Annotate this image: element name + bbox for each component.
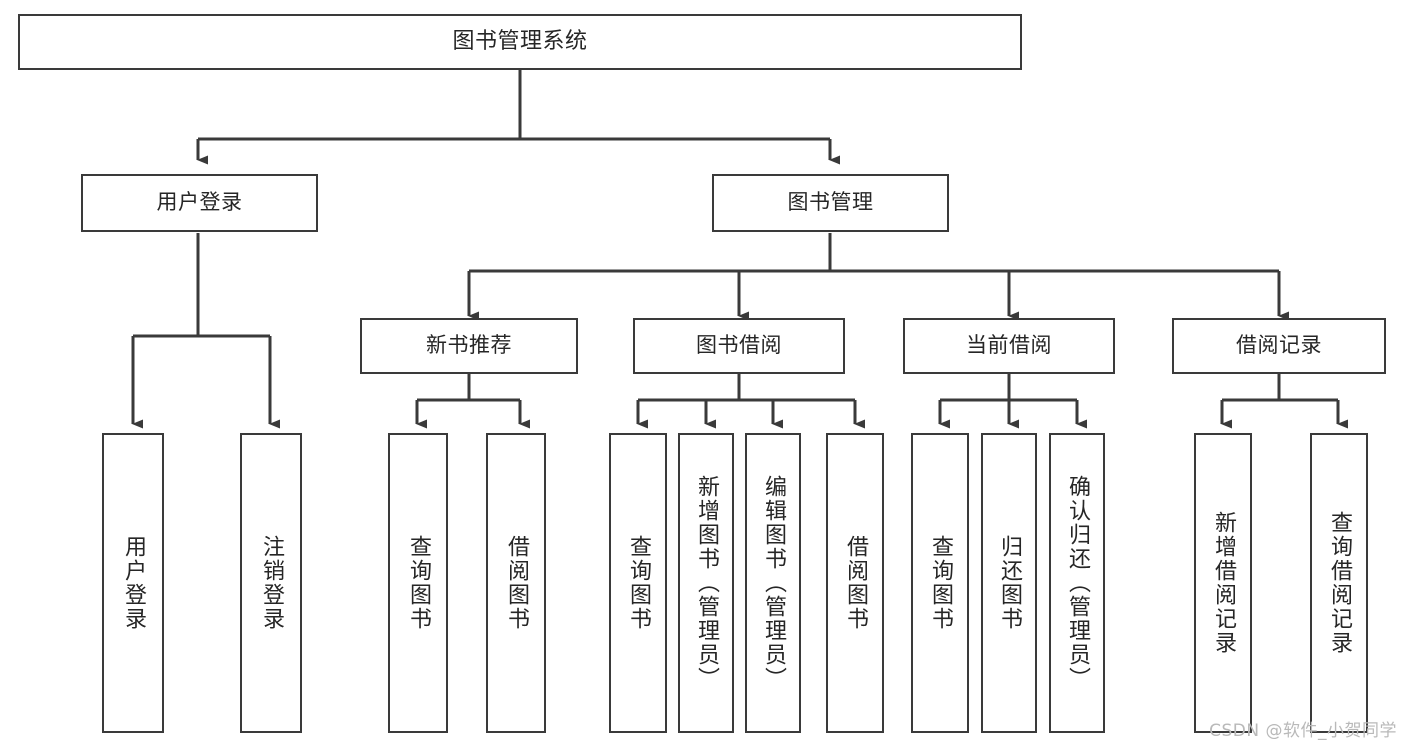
node-book-borrow[interactable]: 图书借阅 <box>633 318 845 374</box>
leaf-new-book-borrow-label: 借阅图书 <box>504 535 529 631</box>
node-borrow-record[interactable]: 借阅记录 <box>1172 318 1386 374</box>
leaf-user-login-signout-label: 注销登录 <box>259 535 284 631</box>
node-borrow-record-label: 借阅记录 <box>1236 333 1322 358</box>
leaf-new-book-borrow[interactable]: 借阅图书 <box>486 433 546 733</box>
leaf-book-borrow-borrow[interactable]: 借阅图书 <box>826 433 884 733</box>
leaf-borrow-record-add[interactable]: 新增借阅记录 <box>1194 433 1252 733</box>
leaf-user-login-signin-label: 用户登录 <box>121 535 146 631</box>
leaf-book-borrow-borrow-label: 借阅图书 <box>843 535 868 631</box>
leaf-current-borrow-return[interactable]: 归还图书 <box>981 433 1037 733</box>
node-book-manage[interactable]: 图书管理 <box>712 174 949 232</box>
leaf-new-book-query-label: 查询图书 <box>406 535 431 631</box>
leaf-book-borrow-add[interactable]: 新增图书（管理员） <box>678 433 734 733</box>
leaf-book-borrow-add-label: 新增图书（管理员） <box>694 475 719 691</box>
leaf-borrow-record-query-label: 查询借阅记录 <box>1327 511 1352 655</box>
node-book-borrow-label: 图书借阅 <box>696 333 782 358</box>
node-root-system[interactable]: 图书管理系统 <box>18 14 1022 70</box>
leaf-current-borrow-query-label: 查询图书 <box>928 535 953 631</box>
node-new-book-recommend[interactable]: 新书推荐 <box>360 318 578 374</box>
leaf-book-borrow-query[interactable]: 查询图书 <box>609 433 667 733</box>
leaf-user-login-signout[interactable]: 注销登录 <box>240 433 302 733</box>
node-root-system-label: 图书管理系统 <box>452 28 588 54</box>
leaf-borrow-record-query[interactable]: 查询借阅记录 <box>1310 433 1368 733</box>
node-current-borrow-label: 当前借阅 <box>966 333 1052 358</box>
leaf-current-borrow-return-label: 归还图书 <box>997 535 1022 631</box>
leaf-book-borrow-edit[interactable]: 编辑图书（管理员） <box>745 433 801 733</box>
node-user-login-label: 用户登录 <box>156 190 243 215</box>
leaf-book-borrow-query-label: 查询图书 <box>626 535 651 631</box>
leaf-borrow-record-add-label: 新增借阅记录 <box>1211 511 1236 655</box>
leaf-current-borrow-query[interactable]: 查询图书 <box>911 433 969 733</box>
leaf-current-borrow-confirm[interactable]: 确认归还（管理员） <box>1049 433 1105 733</box>
leaf-book-borrow-edit-label: 编辑图书（管理员） <box>761 475 786 691</box>
leaf-user-login-signin[interactable]: 用户登录 <box>102 433 164 733</box>
node-book-manage-label: 图书管理 <box>787 190 874 215</box>
node-user-login[interactable]: 用户登录 <box>81 174 318 232</box>
node-new-book-recommend-label: 新书推荐 <box>426 333 512 358</box>
leaf-current-borrow-confirm-label: 确认归还（管理员） <box>1065 475 1090 691</box>
node-current-borrow[interactable]: 当前借阅 <box>903 318 1115 374</box>
csdn-watermark: CSDN @软件_小贺同学 <box>1209 721 1397 741</box>
leaf-new-book-query[interactable]: 查询图书 <box>388 433 448 733</box>
